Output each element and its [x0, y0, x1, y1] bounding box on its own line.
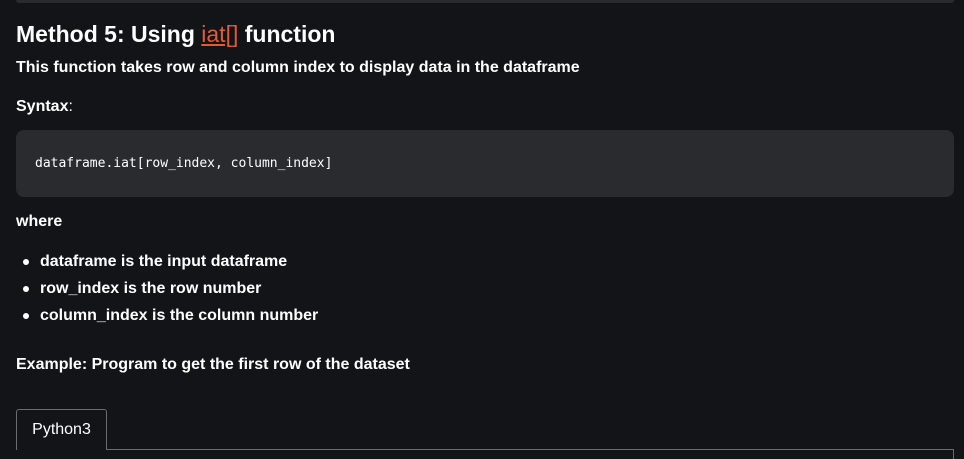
previous-code-block-edge	[16, 0, 954, 3]
list-item: dataframe is the input dataframe	[16, 248, 318, 275]
example-label-bold: Example	[16, 356, 82, 373]
syntax-colon: :	[68, 98, 73, 115]
list-item: row_index is the row number	[16, 275, 318, 302]
description-text: This function takes row and column index…	[16, 59, 580, 76]
example-text: : Program to get the first row of the da…	[81, 356, 410, 373]
example-label: Example: Program to get the first row of…	[16, 354, 410, 376]
syntax-label-bold: Syntax	[16, 98, 69, 115]
section-heading: Method 5: Using iat[] function	[16, 18, 335, 50]
tab-bar-divider	[16, 449, 954, 450]
syntax-code-block: dataframe.iat[row_index, column_index]	[16, 130, 954, 197]
tab-python3[interactable]: Python3	[16, 409, 107, 450]
parameter-list: dataframe is the input dataframe row_ind…	[16, 248, 318, 329]
syntax-code: dataframe.iat[row_index, column_index]	[35, 156, 333, 171]
heading-suffix: function	[238, 21, 336, 47]
code-panel-edge	[953, 449, 954, 459]
heading-prefix: Method 5: Using	[16, 21, 202, 47]
syntax-label: Syntax:	[16, 96, 73, 118]
iat-function-link[interactable]: iat[]	[201, 21, 239, 47]
list-item: column_index is the column number	[16, 302, 318, 329]
where-label: where	[16, 213, 63, 230]
